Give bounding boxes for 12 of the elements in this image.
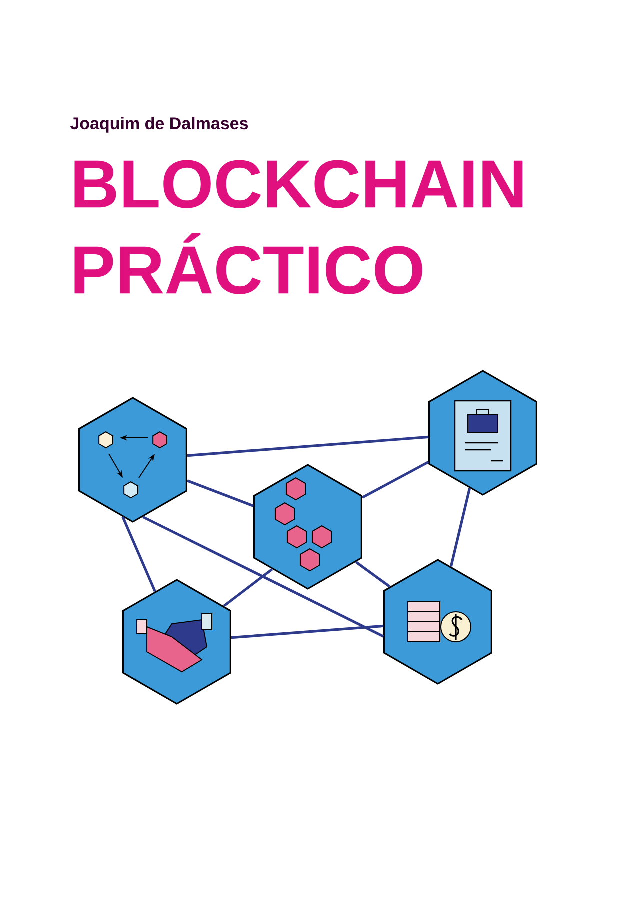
connector-line <box>187 480 254 508</box>
title: BLOCKCHAIN PRÁCTICO <box>74 160 523 294</box>
connector-line <box>122 516 156 592</box>
connector-line <box>450 488 472 567</box>
connector-line <box>187 436 429 458</box>
connector-line <box>362 461 430 499</box>
connector-line <box>142 516 384 638</box>
hexagon-tile <box>78 397 188 523</box>
author-name: Joaquim de Dalmases <box>70 117 248 133</box>
connector-line <box>223 568 274 608</box>
connector-line <box>231 624 384 640</box>
connector-line <box>355 561 391 588</box>
